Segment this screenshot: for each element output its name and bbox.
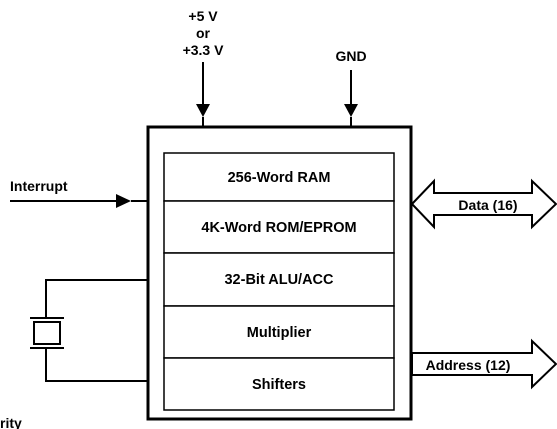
- power-label-line1: +5 V: [188, 8, 218, 24]
- data-bus-arrow: [410, 178, 557, 230]
- crystal-oscillator: [30, 279, 148, 382]
- address-bus-label: Address (12): [426, 357, 511, 373]
- block-ram-label: 256-Word RAM: [228, 170, 331, 186]
- block-shifters-label: Shifters: [252, 377, 306, 393]
- data-bus-label: Data (16): [458, 197, 517, 213]
- interrupt-label: Interrupt: [10, 178, 68, 194]
- ground-arrowhead: [344, 104, 358, 117]
- block-alu-label: 32-Bit ALU/ACC: [224, 272, 334, 288]
- ground-label: GND: [335, 48, 366, 64]
- block-rom-label: 4K-Word ROM/EPROM: [201, 220, 356, 236]
- block-alu: [163, 252, 395, 307]
- block-shifters: [163, 357, 395, 411]
- crystal-body-icon: [33, 321, 61, 345]
- crystal-bottom-wire: [45, 348, 148, 382]
- address-bus-arrow: [411, 338, 557, 390]
- block-rom: [163, 200, 395, 254]
- block-multiplier: [163, 305, 395, 359]
- cut-off-text: rity: [0, 415, 22, 429]
- block-ram: [163, 152, 395, 202]
- power-arrowhead: [196, 104, 210, 117]
- power-label-line3: +3.3 V: [183, 42, 225, 58]
- interrupt-arrowhead: [116, 194, 131, 208]
- block-multiplier-label: Multiplier: [247, 325, 312, 341]
- power-label-line2: or: [196, 25, 211, 41]
- crystal-top-wire: [45, 279, 148, 318]
- functional-block-stack: 256-Word RAM 4K-Word ROM/EPROM 32-Bit AL…: [163, 152, 395, 411]
